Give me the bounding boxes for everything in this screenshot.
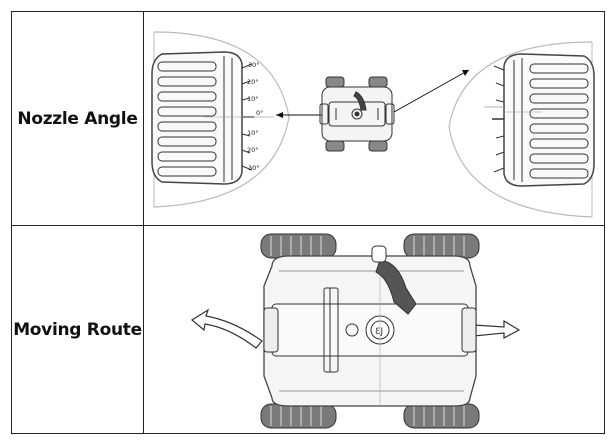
table-row: Nozzle Angle [11,11,605,226]
angle-mark: 20° [247,78,259,86]
nozzle-angle-illustration: 30° 20° 10° 0° 10° 20° 30° [151,31,595,218]
spec-table: Nozzle Angle [11,11,605,434]
moving-route-illustration: ƐJ [190,233,521,429]
nozzle-angle-label: Nozzle Angle [17,108,138,129]
row-label-cell: Moving Route [11,225,144,434]
moving-route-label: Moving Route [13,319,142,340]
angle-mark: 30° [248,61,260,69]
angle-mark: 10° [247,95,259,103]
left-nozzle-dial [151,31,290,208]
angle-mark: 10° [247,129,259,137]
robot-large-top-view: ƐJ [260,233,480,429]
angle-mark: 0° [256,109,263,117]
table-row: Moving Route [11,225,605,434]
right-nozzle-dial [448,41,595,218]
right-arrow-icon [473,319,521,339]
moving-route-figure-cell: ƐJ [143,225,605,434]
row-label-cell: Nozzle Angle [11,11,144,226]
robot-small-top-view [319,76,395,152]
angle-mark: 30° [248,164,260,172]
angle-mark: 20° [247,146,259,154]
svg-text:ƐJ: ƐJ [375,327,383,337]
left-turn-arrow-icon [190,308,263,349]
nozzle-angle-figure-cell: 30° 20° 10° 0° 10° 20° 30° [143,11,605,226]
pointer-arrow-right [393,69,470,113]
pointer-arrow-left [276,112,322,118]
